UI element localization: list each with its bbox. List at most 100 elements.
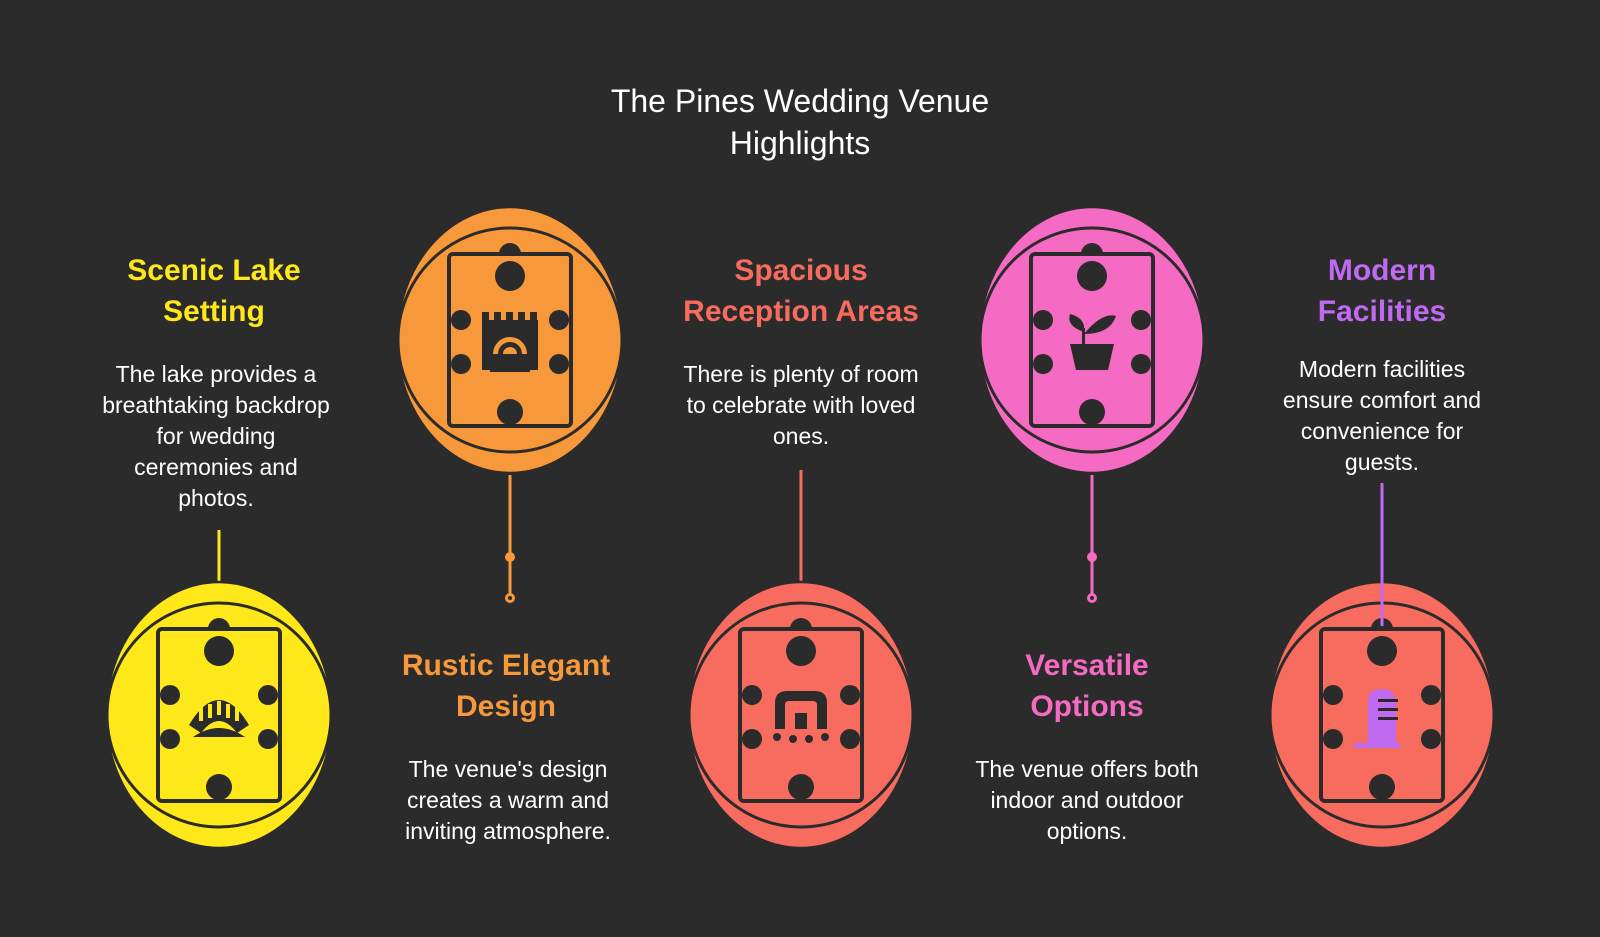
heading-line: Facilities: [1317, 295, 1447, 328]
building-base: [490, 354, 530, 372]
arch-bar: [208, 704, 212, 718]
icon-circle-fill: [979, 207, 1205, 473]
description-reception-areas: There is plenty of room to celebrate wit…: [661, 359, 941, 452]
building-crenel: [506, 312, 513, 322]
puzzle-notch-bottom: [1369, 774, 1395, 800]
connector-dot-center: [508, 596, 512, 600]
connector-4: [1087, 475, 1097, 603]
heading-line: Modern: [1327, 254, 1437, 287]
description-line: breathtaking backdrop: [102, 392, 330, 418]
puzzle-notch-top: [1077, 261, 1107, 291]
puzzle-side-hole: [160, 685, 180, 705]
heading-line: Setting: [163, 295, 265, 328]
rustic-building-icon: [395, 205, 625, 475]
puzzle-side-hole: [840, 685, 860, 705]
hall-door: [795, 713, 807, 729]
facility-base: [1354, 743, 1400, 748]
hall-frame: [775, 691, 827, 729]
description-line: for wedding: [156, 423, 276, 449]
building-crenel: [482, 312, 489, 322]
reception-hall-icon: [686, 580, 916, 850]
puzzle-side-hole: [1033, 310, 1053, 330]
description-line: guests.: [1344, 449, 1420, 475]
puzzle-side-hole: [1131, 354, 1151, 374]
heading-line: Spacious: [734, 254, 868, 287]
heading-reception-areas: Spacious Reception Areas: [651, 250, 951, 332]
arch-shape: [189, 700, 249, 733]
description-line: options.: [1046, 818, 1128, 844]
description-scenic-lake: The lake provides a breathtaking backdro…: [76, 359, 356, 514]
description-line: convenience for: [1300, 418, 1464, 444]
description-line: ensure comfort and: [1282, 387, 1482, 413]
arch-bar: [199, 707, 203, 721]
heading-scenic-lake: Scenic Lake Setting: [64, 250, 364, 332]
puzzle-tab-top: [208, 618, 230, 629]
icon-inner-ring: [105, 601, 333, 829]
hall-seat: [789, 735, 797, 743]
puzzle-side-hole: [1033, 354, 1053, 374]
description-line: creates a warm and: [407, 787, 609, 813]
title-line-1: The Pines Wedding Venue: [610, 83, 990, 119]
puzzle-notch-top: [786, 636, 816, 666]
description-modern-facilities: Modern facilities ensure comfort and con…: [1242, 354, 1522, 478]
leaf-left: [1069, 314, 1085, 332]
icon-inner-ring: [396, 226, 624, 454]
description-line: The venue's design: [408, 756, 608, 782]
description-line: ones.: [772, 423, 830, 449]
puzzle-tab-top: [1081, 243, 1103, 254]
puzzle-notch-bottom: [206, 774, 232, 800]
puzzle-side-hole: [1323, 685, 1343, 705]
facility-stripe: [1378, 699, 1398, 702]
leaf-right: [1084, 315, 1116, 334]
heading-line: Versatile: [1025, 649, 1149, 682]
connector-dot: [505, 552, 515, 562]
modern-facility-icon: [1267, 580, 1497, 850]
connector-2: [505, 475, 515, 603]
description-line: inviting atmosphere.: [405, 818, 611, 844]
plant-stem: [1082, 328, 1085, 344]
description-line: There is plenty of room: [683, 361, 919, 387]
puzzle-side-hole: [1131, 310, 1151, 330]
building-crenel: [530, 312, 537, 322]
arch-bar: [226, 704, 230, 718]
hall-seat: [805, 735, 813, 743]
puzzle-tab-top: [790, 618, 812, 629]
title-line-2: Highlights: [729, 125, 871, 161]
heading-line: Scenic Lake: [127, 254, 301, 287]
building-crenel: [494, 312, 501, 322]
puzzle-side-hole: [160, 729, 180, 749]
connector-dot-center: [1090, 596, 1094, 600]
heading-versatile-options: Versatile Options: [937, 645, 1237, 727]
icon-inner-ring: [978, 226, 1206, 454]
puzzle-notch-top: [204, 636, 234, 666]
plant-pot-icon: [977, 205, 1207, 475]
puzzle-side-hole: [258, 729, 278, 749]
facility-stripe: [1378, 708, 1398, 711]
description-line: ceremonies and: [134, 454, 298, 480]
puzzle-notch-bottom: [788, 774, 814, 800]
puzzle-notch-bottom: [497, 399, 523, 425]
puzzle-side-hole: [451, 354, 471, 374]
puzzle-side-hole: [1421, 729, 1441, 749]
puzzle-side-hole: [742, 685, 762, 705]
icon-inner-ring: [687, 601, 915, 829]
hall-seat: [773, 733, 781, 741]
page-title: The Pines Wedding Venue Highlights: [500, 80, 1100, 164]
puzzle-side-hole: [549, 310, 569, 330]
lake-water: [193, 728, 245, 737]
puzzle-side-hole: [258, 685, 278, 705]
puzzle-side-hole: [1421, 685, 1441, 705]
puzzle-notch-top: [1367, 636, 1397, 666]
facility-stripe: [1378, 717, 1398, 720]
puzzle-side-hole: [742, 729, 762, 749]
heading-modern-facilities: Modern Facilities: [1232, 250, 1532, 332]
building-crenel: [518, 312, 525, 322]
description-line: photos.: [178, 485, 254, 511]
puzzle-side-hole: [1323, 729, 1343, 749]
heading-line: Reception Areas: [683, 295, 919, 328]
description-rustic-design: The venue's design creates a warm and in…: [368, 754, 648, 847]
arch-bar: [235, 707, 239, 721]
heading-line: Rustic Elegant: [401, 649, 611, 682]
